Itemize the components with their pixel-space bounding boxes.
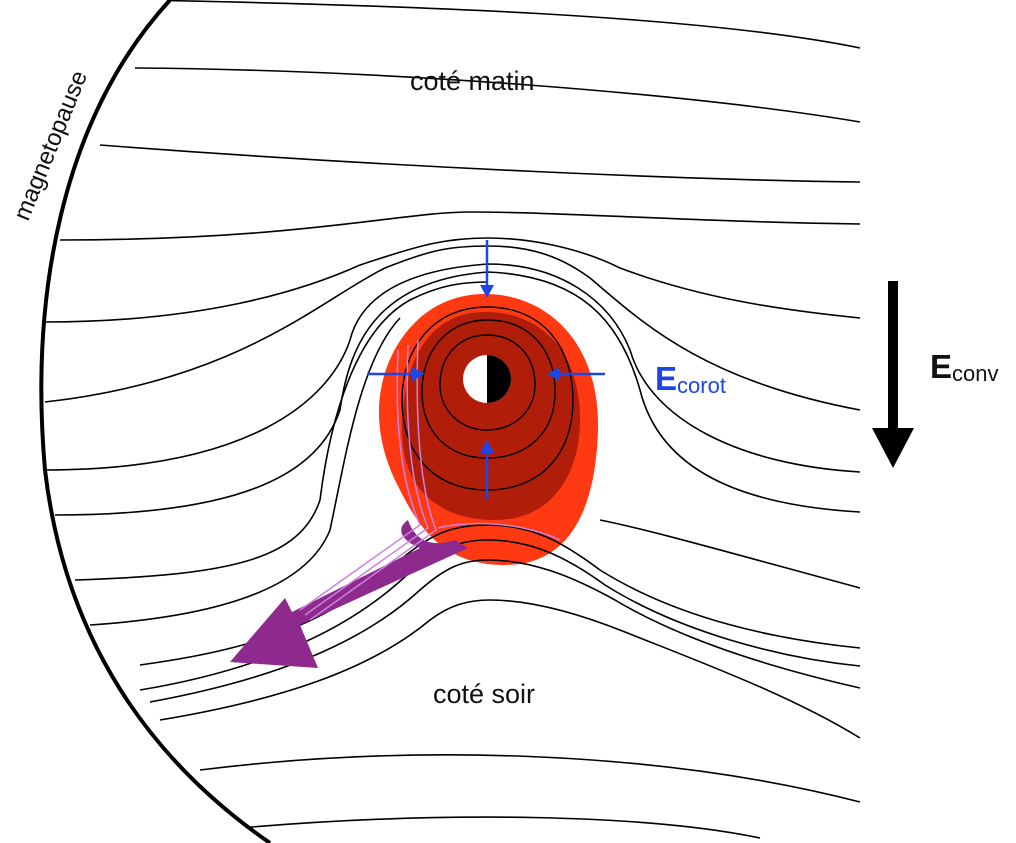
field-line — [149, 559, 861, 703]
corotation-field-subscript: corot — [677, 373, 726, 398]
field-line — [99, 144, 861, 183]
field-line — [199, 754, 861, 803]
field-line — [599, 519, 861, 589]
convection-field-symbol: E — [930, 348, 952, 385]
convection-field-label: Econv — [930, 348, 999, 386]
corotation-field-label: Ecorot — [655, 360, 726, 398]
corot-arrow-top — [480, 240, 494, 298]
convection-field-lines — [44, 0, 861, 839]
earth-day-night-icon — [463, 355, 511, 403]
morning-side-label: coté matin — [410, 66, 535, 96]
field-line — [44, 237, 861, 323]
plume-flow-line — [299, 349, 421, 611]
field-line — [139, 539, 861, 691]
plume-body — [230, 520, 468, 668]
field-line — [59, 211, 861, 241]
field-line — [134, 67, 861, 123]
convection-field-subscript: conv — [952, 361, 998, 386]
evening-side-label: coté soir — [433, 679, 535, 709]
field-line — [159, 599, 861, 739]
corot-arrow-right — [547, 367, 605, 381]
plume-flow-line — [437, 522, 561, 541]
corot-arrow-left — [367, 367, 425, 381]
corotation-field-symbol: E — [655, 360, 677, 397]
magnetopause-boundary — [39, 0, 272, 843]
corotation-contour — [439, 334, 536, 431]
field-line — [239, 816, 761, 839]
arrow-down-icon — [872, 281, 914, 468]
corotation-field-arrows — [367, 240, 605, 500]
corot-arrow-bottom — [480, 440, 494, 500]
field-line — [139, 0, 861, 49]
field-line — [89, 317, 401, 626]
field-line — [74, 281, 489, 581]
plasmasphere-inner — [402, 312, 580, 520]
